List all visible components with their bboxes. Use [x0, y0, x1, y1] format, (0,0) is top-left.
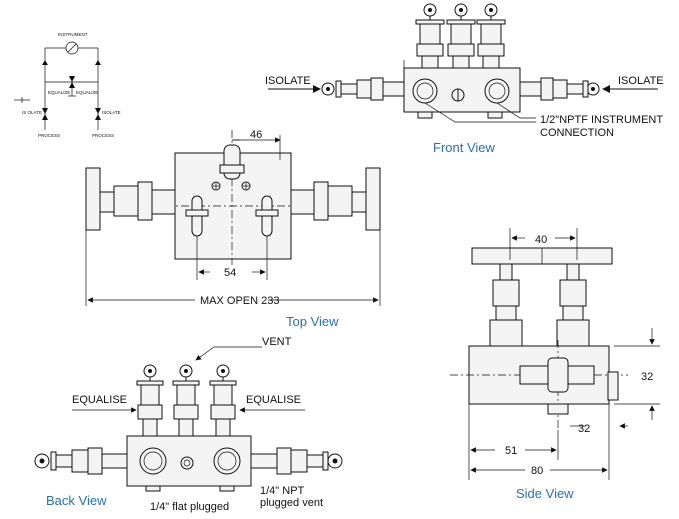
back-npt-label-1: 1/4" NPT — [260, 485, 305, 497]
back-view-drawing: VENT EQUALISE EQUALISE Back View 1/4" fl… — [34, 336, 343, 513]
valve-schematic: INSTRUMENT EQUALIZE EQUALIZE IS OLATE IS… — [14, 32, 121, 138]
schematic-isolate-left: IS OLATE — [22, 110, 42, 115]
back-npt-label-2: plugged vent — [260, 497, 323, 509]
front-isolate-right-label: ISOLATE — [618, 75, 664, 87]
dim-80-label: 80 — [531, 465, 543, 477]
side-view-caption: Side View — [516, 486, 574, 501]
front-side-valves — [321, 77, 600, 101]
back-equalise-left-label: EQUALISE — [72, 394, 127, 406]
front-top-valves — [415, 3, 506, 69]
schematic-process-right: PROCESS — [92, 133, 114, 138]
schematic-instrument-label: INSTRUMENT — [58, 32, 88, 37]
top-right-handwheel — [365, 167, 381, 231]
back-view-caption: Back View — [46, 493, 107, 508]
back-flat-plugged-label: 1/4" flat plugged — [150, 501, 229, 513]
dim-40-label: 40 — [535, 234, 547, 246]
schematic-process-left: PROCESS — [38, 133, 60, 138]
dim-51-label: 51 — [505, 445, 517, 457]
schematic-equalize-left: EQUALIZE — [48, 90, 70, 95]
dim-32-bottom-label: 32 — [578, 423, 590, 435]
back-vent-label: VENT — [262, 336, 292, 348]
isolate-valve-left-icon — [42, 108, 48, 120]
back-top-valves — [136, 364, 237, 437]
top-view-caption: Top View — [286, 314, 339, 329]
schematic-equalize-right: EQUALIZE — [76, 90, 98, 95]
front-view-drawing: ISOLATE ISOLATE 1/2"NPTF INSTRUMENT CONN… — [265, 3, 664, 155]
dim-32-right-label: 32 — [641, 371, 653, 383]
isolate-valve-right-icon — [95, 108, 101, 120]
side-view-drawing: 40 32 32 51 80 Side View — [450, 228, 660, 501]
front-connection-label-2: CONNECTION — [540, 127, 614, 139]
front-isolate-left-label: ISOLATE — [265, 75, 311, 87]
top-view-drawing: 46 54 MAX OPEN 233 Top View — [85, 129, 381, 329]
top-left-handwheel — [85, 167, 101, 231]
front-connection-label-1: 1/2"NPTF INSTRUMENT — [540, 114, 663, 126]
top-vent-stem — [223, 144, 241, 180]
schematic-isolate-right: ISOLATE — [102, 110, 121, 115]
back-equalise-right-label: EQUALISE — [246, 394, 301, 406]
front-view-caption: Front View — [433, 140, 496, 155]
max-open-label: MAX OPEN 233 — [200, 295, 279, 307]
dim-46-label: 46 — [250, 129, 262, 141]
dim-54-label: 54 — [224, 267, 236, 279]
